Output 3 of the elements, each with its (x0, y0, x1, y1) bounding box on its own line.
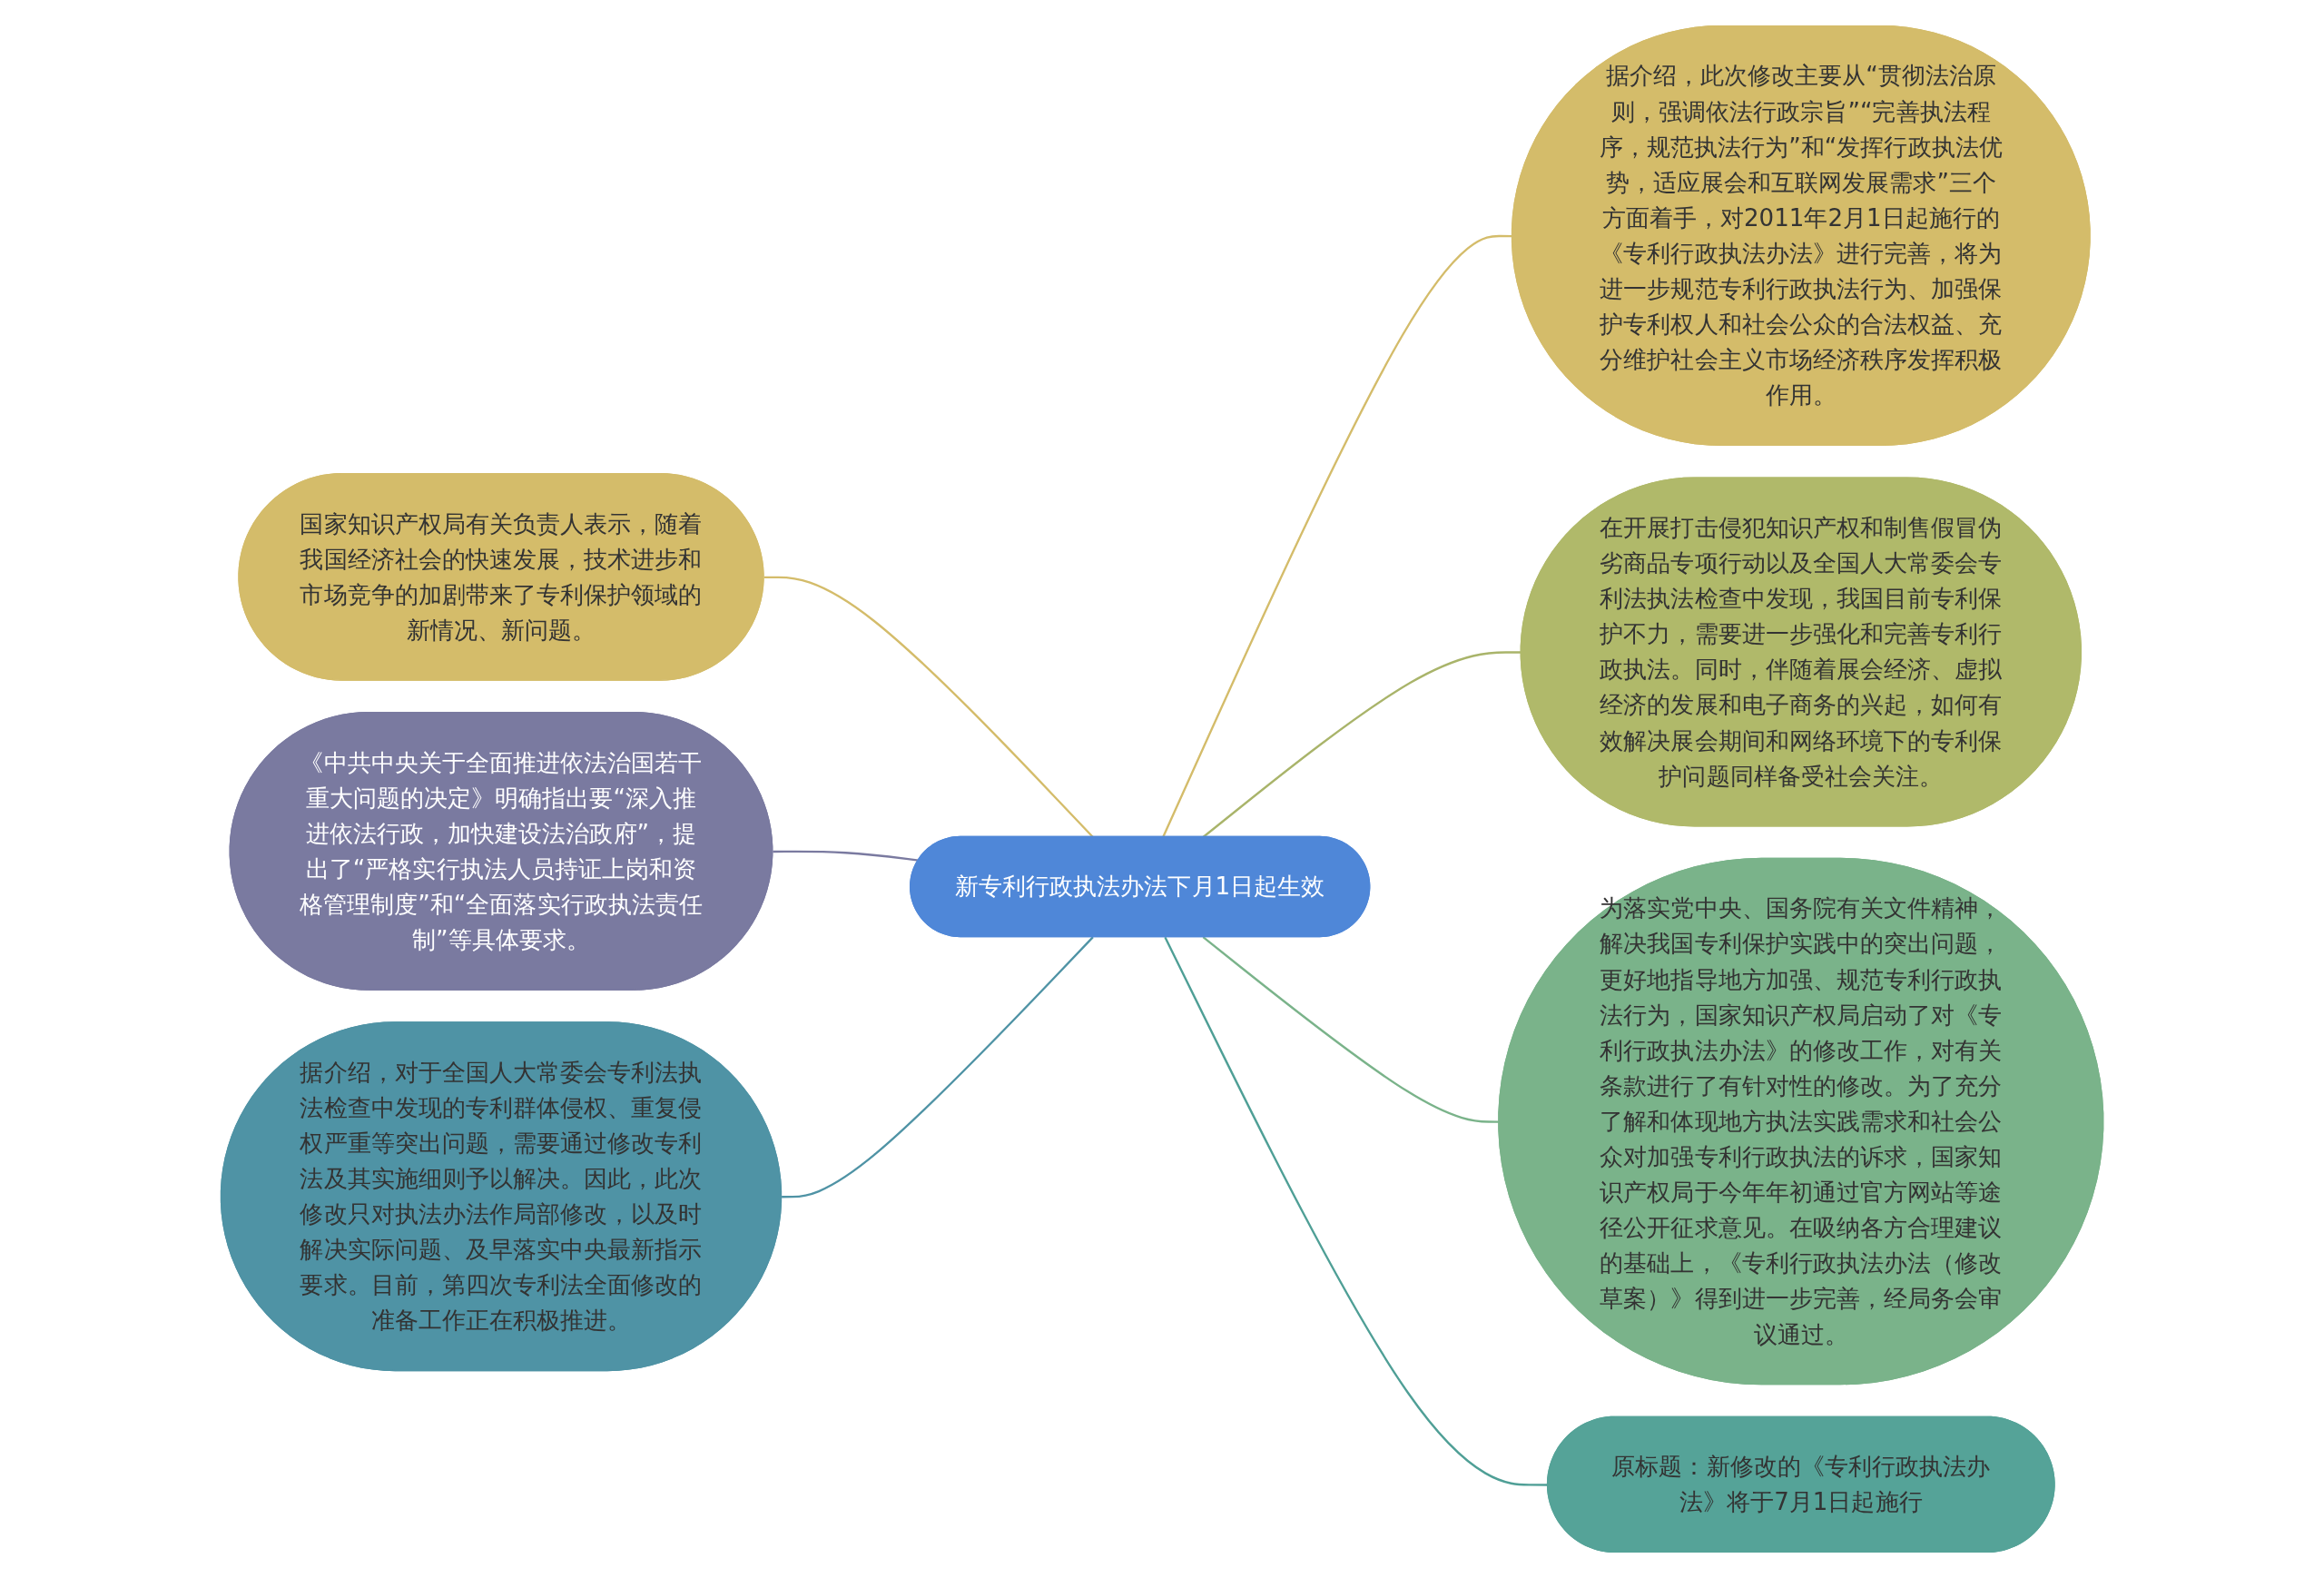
connector (782, 936, 1094, 1198)
connector (763, 576, 1094, 838)
connector (1202, 651, 1521, 838)
